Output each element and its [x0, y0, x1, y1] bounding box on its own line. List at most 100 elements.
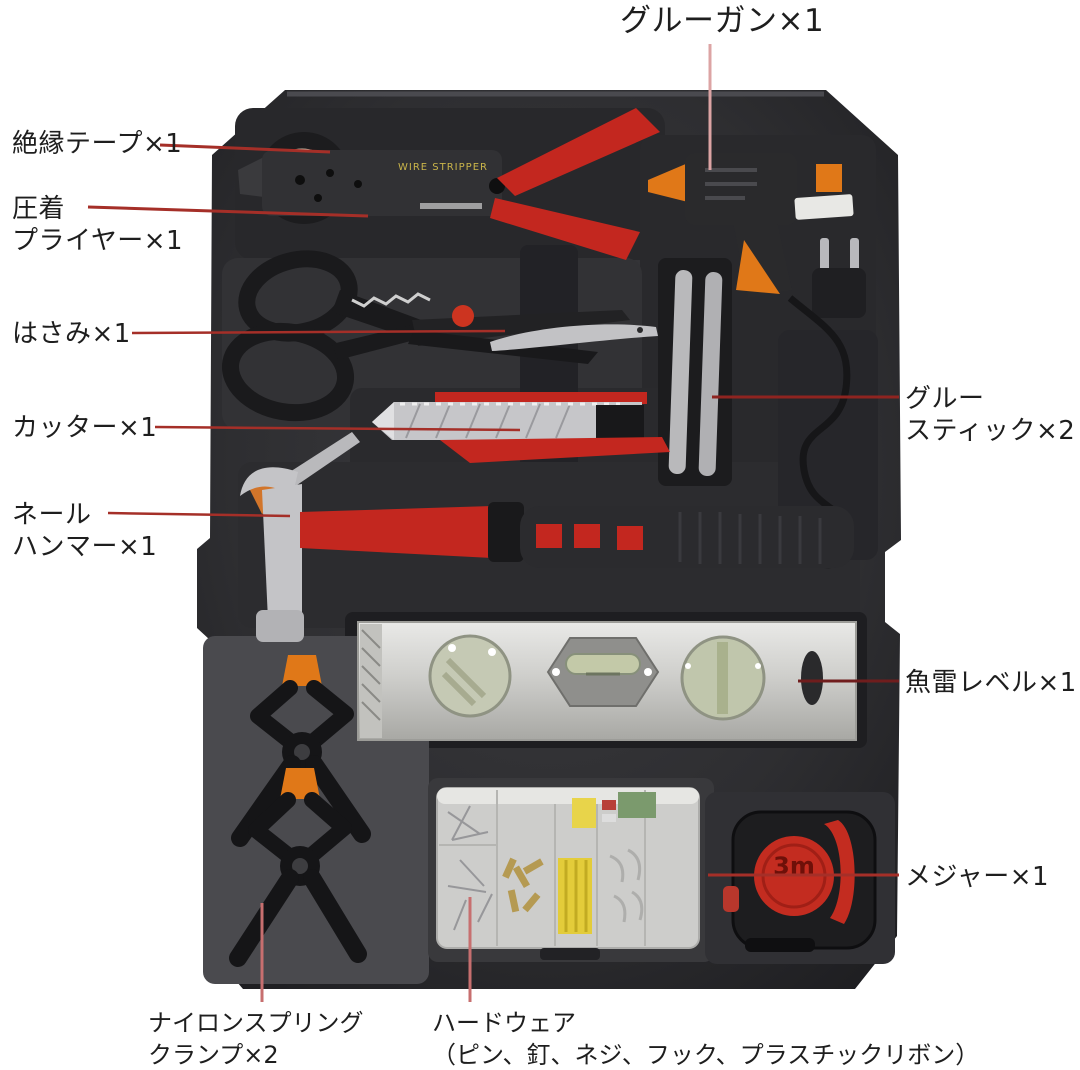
pliers-hole	[314, 194, 322, 202]
torpedo-level	[357, 621, 857, 741]
callout-label-line: プライヤー×1	[12, 226, 184, 256]
wire-stripper-pliers: WIRE STRIPPER	[238, 108, 660, 260]
callout-label-line: ハンマー×1	[12, 532, 158, 562]
callout-label-glue-gun: グルーガン×1	[620, 3, 825, 39]
clamp-jaw-arms	[250, 680, 354, 754]
hardware-screws	[502, 857, 544, 913]
callout-label-hardware: ハードウェア （ピン、釘、ネジ、フック、プラスチックリボン）	[432, 1007, 979, 1070]
callout-label-line: 圧着	[12, 194, 66, 224]
tape-measure-red-band	[824, 820, 855, 924]
fixed-knife	[490, 324, 658, 351]
callout-label-line: スティック×2	[905, 416, 1076, 446]
knife-blade	[490, 324, 658, 351]
level-vial-horizontal	[565, 653, 641, 675]
level-vial-45	[428, 634, 512, 718]
callout-label-line: ナイロンスプリング	[148, 1009, 364, 1037]
hammer-grip-square	[536, 524, 562, 548]
well-cord	[778, 330, 878, 560]
pliers-body	[262, 150, 502, 216]
hardware-white-item	[602, 814, 616, 822]
hardware-pins	[447, 805, 493, 931]
hardware-box-tab	[540, 948, 600, 960]
hardware-anchor-lines	[564, 860, 588, 932]
level-hang-hole	[801, 651, 823, 705]
level-screw	[488, 648, 496, 656]
plug-prong	[850, 238, 859, 272]
hardware-hooks	[609, 848, 644, 923]
tape-measure-lock	[723, 886, 739, 912]
tape-measure-clip	[745, 938, 815, 952]
pliers-hole	[295, 175, 305, 185]
callout-label-level: 魚雷レベル×1	[905, 668, 1077, 698]
callout-label-scissors: はさみ×1	[12, 319, 131, 349]
level-screw	[448, 644, 456, 652]
tape-measure: 3m	[723, 810, 877, 952]
callout-label-crimping-pliers: 圧着 プライヤー×1	[12, 193, 183, 257]
hammer-grip-square	[574, 524, 600, 548]
level-hatch-lines	[361, 629, 381, 721]
callout-label-line: グルー	[905, 384, 985, 414]
hammer-head	[262, 484, 302, 620]
spring-clamp-2	[229, 768, 367, 967]
pliers-gauge-row	[420, 203, 482, 209]
claw-hammer	[240, 467, 854, 642]
callout-line-hammer	[107, 511, 291, 518]
pliers-hole	[326, 169, 334, 177]
callout-label-clamps: ナイロンスプリング クランプ×2	[148, 1007, 364, 1070]
scissors-serration	[351, 292, 431, 308]
callout-line-insulation-tape	[159, 143, 331, 154]
glue-gun-label	[794, 194, 854, 220]
level-screw	[552, 668, 560, 676]
hardware-box	[436, 787, 700, 960]
cutter-end-cap	[596, 405, 644, 439]
hammer-face	[256, 610, 304, 642]
pliers-marking-text: WIRE STRIPPER	[398, 162, 488, 173]
glue-gun-trigger	[736, 240, 780, 294]
level-vial-45-stripes	[441, 657, 487, 707]
hammer-collar	[488, 502, 524, 562]
clamp-legs	[231, 755, 371, 847]
hardware-box-lid	[437, 788, 699, 804]
hardware-dividers	[439, 790, 646, 946]
callout-lines	[87, 44, 899, 1002]
callout-label-line: ネール	[12, 500, 92, 530]
callout-label-line: ハードウェア	[432, 1009, 576, 1037]
hammer-grip-square	[617, 526, 643, 550]
glue-stick	[668, 270, 693, 474]
callout-label-glue-sticks: グルー スティック×2	[905, 383, 1075, 447]
hammer-grip	[520, 506, 854, 568]
glue-sticks	[658, 258, 732, 486]
hammer-handle-red	[300, 506, 492, 558]
clamp-jaw-arms	[248, 792, 352, 868]
pliers-handle-lower	[490, 198, 640, 260]
callout-line-cutter	[154, 425, 521, 432]
clamp-legs	[229, 869, 367, 967]
callout-line-crimping-pliers	[87, 205, 369, 218]
callout-label-hammer: ネール ハンマー×1	[12, 499, 157, 563]
hammer-grip-texture	[678, 512, 822, 564]
glue-gun	[648, 153, 854, 298]
callout-label-line: （ピン、釘、ネジ、フック、プラスチックリボン）	[432, 1041, 980, 1069]
callout-label-tape-measure: メジャー×1	[905, 862, 1050, 892]
callout-line-scissors	[131, 329, 506, 335]
cutter-blade-segments	[405, 403, 571, 439]
clamp-pivot-inner	[294, 744, 310, 760]
spring-clamp-1	[231, 655, 371, 847]
callout-label-insulation-tape: 絶縁テープ×1	[12, 129, 183, 159]
clamp-pivot-inner	[292, 858, 308, 874]
knife-hole	[637, 327, 643, 333]
glue-gun-orange-switch	[816, 164, 842, 192]
cutter-blade-tip	[372, 402, 394, 440]
pliers-hole	[354, 180, 362, 188]
callout-label-line: クランプ×2	[148, 1041, 279, 1069]
level-screw	[644, 668, 652, 676]
glue-gun-vents	[705, 168, 757, 200]
cutter-lower-handle	[440, 437, 670, 463]
clamp-tip-orange	[282, 655, 322, 686]
callout-label-cutter: カッター×1	[12, 413, 158, 443]
cutter-top-strip	[435, 392, 647, 404]
glue-stick	[698, 272, 723, 476]
hardware-red-item	[602, 800, 616, 810]
